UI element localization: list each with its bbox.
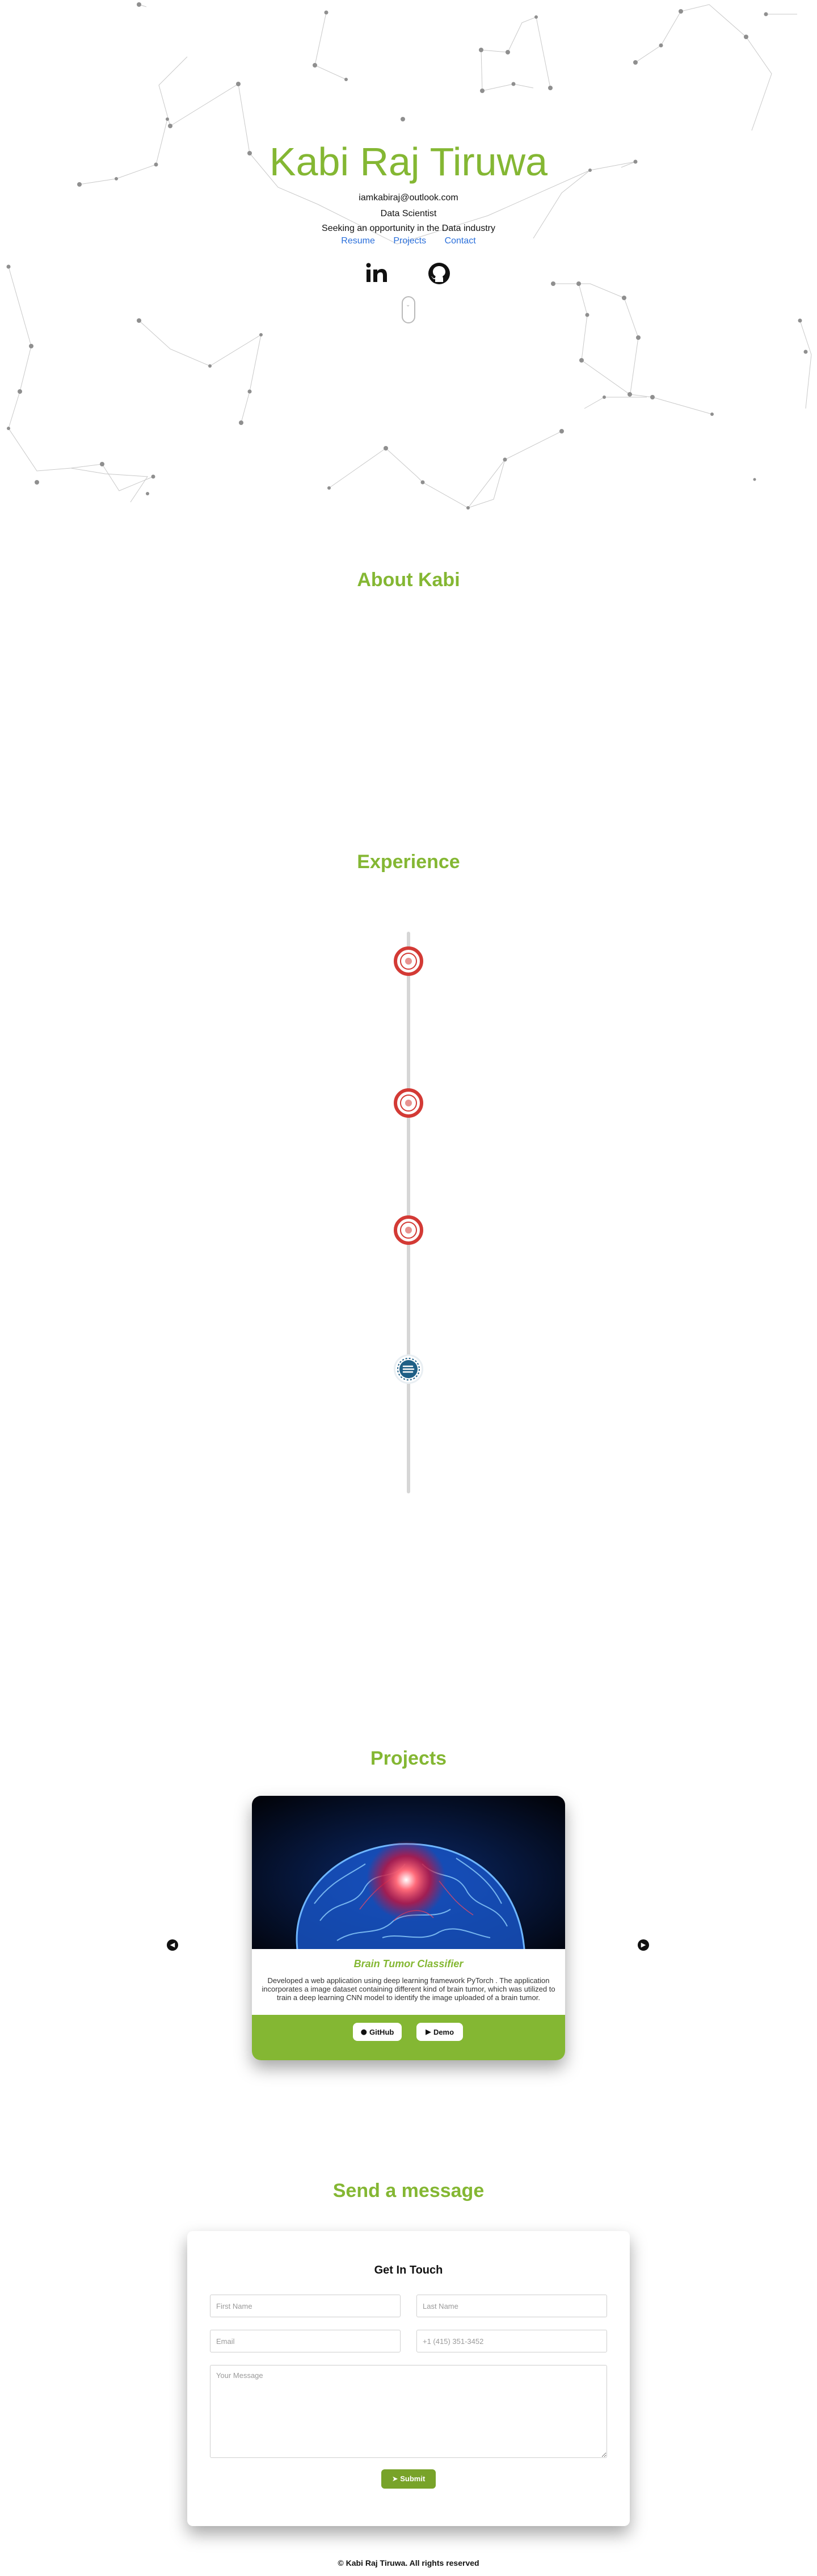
- project-card: Brain Tumor Classifier Developed a web a…: [252, 1796, 565, 2060]
- submit-button-label: Submit: [400, 2474, 426, 2483]
- contact-link[interactable]: Contact: [444, 236, 476, 246]
- demo-button-label: Demo: [433, 2027, 454, 2036]
- github-icon: ●: [360, 2027, 367, 2036]
- hero-tagline: Seeking an opportunity in the Data indus…: [322, 224, 495, 233]
- chevron-right-icon[interactable]: ▶: [638, 1939, 649, 1951]
- submit-button[interactable]: ➤ Submit: [381, 2469, 436, 2489]
- linkedin-icon[interactable]: [364, 261, 389, 286]
- scroll-down-indicator[interactable]: ⌄: [402, 296, 415, 323]
- contact-form: Get In Touch ➤ Submit: [187, 2231, 630, 2526]
- footer-copyright: © Kabi Raj Tiruwa. All rights reserved: [338, 2558, 479, 2567]
- brain-tumor-image: [252, 1796, 565, 1949]
- send-icon: ➤: [391, 2475, 398, 2484]
- last-name-field[interactable]: [416, 2295, 607, 2317]
- github-button-label: GitHub: [369, 2027, 394, 2036]
- university-seal-icon: [394, 946, 423, 976]
- email-field[interactable]: [210, 2330, 401, 2352]
- github-button[interactable]: ● GitHub: [353, 2023, 402, 2041]
- github-icon[interactable]: [427, 261, 452, 286]
- projects-link[interactable]: Projects: [393, 236, 427, 246]
- form-title: Get In Touch: [374, 2264, 443, 2276]
- timeline-line: [407, 932, 410, 1493]
- hero-name: Kabi Raj Tiruwa: [269, 140, 548, 184]
- project-description: Developed a web application using deep l…: [262, 1976, 555, 2002]
- first-name-field[interactable]: [210, 2295, 401, 2317]
- resume-link[interactable]: Resume: [341, 236, 375, 246]
- project-card-footer: [252, 2015, 565, 2060]
- phone-field[interactable]: [416, 2330, 607, 2352]
- contact-title: Send a message: [332, 2180, 485, 2202]
- hero-role: Data Scientist: [380, 209, 437, 218]
- hero-section: Kabi Raj Tiruwa iamkabiraj@outlook.com D…: [0, 0, 817, 533]
- experience-title: Experience: [357, 851, 460, 873]
- project-title: Brain Tumor Classifier: [353, 1958, 464, 1969]
- chevron-left-icon[interactable]: ◀: [167, 1939, 178, 1951]
- university-seal-icon: [394, 1088, 423, 1118]
- hero-nav: Resume Projects Contact: [0, 236, 817, 246]
- particle-network-background: [6, 2, 812, 510]
- demo-button[interactable]: ▶ Demo: [416, 2023, 463, 2041]
- company-logo-icon: [394, 1354, 423, 1384]
- university-seal-icon: [394, 1215, 423, 1245]
- about-title: About Kabi: [357, 569, 460, 591]
- projects-title: Projects: [370, 1748, 447, 1769]
- play-icon: ▶: [425, 2027, 431, 2036]
- hero-email: iamkabiraj@outlook.com: [359, 193, 458, 203]
- message-field[interactable]: [210, 2365, 607, 2458]
